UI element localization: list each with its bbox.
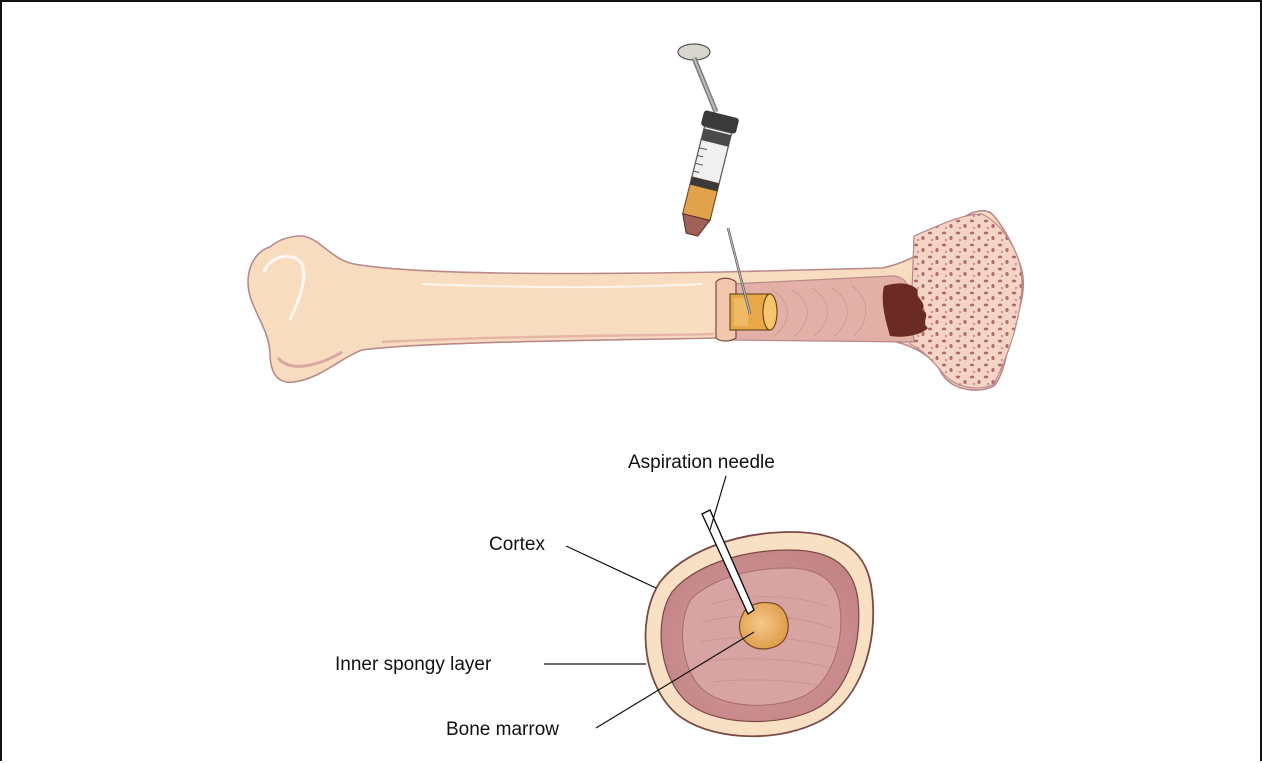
core-sample-cylinder	[730, 294, 777, 330]
aspiration-needle-label: Aspiration needle	[628, 452, 775, 473]
label-cortex: Cortex	[489, 534, 656, 588]
inner-spongy-layer-label: Inner spongy layer	[335, 654, 492, 675]
syringe-plunger	[678, 44, 716, 112]
cortex-label: Cortex	[489, 534, 545, 555]
label-aspiration-needle: Aspiration needle	[628, 452, 775, 530]
syringe-barrel	[674, 110, 739, 239]
bone-cross-section	[646, 532, 874, 736]
long-bone	[248, 211, 1023, 390]
bone-marrow-label: Bone marrow	[446, 719, 559, 740]
label-inner-spongy-layer: Inner spongy layer	[335, 654, 646, 675]
bone-cutaway	[716, 214, 1022, 388]
